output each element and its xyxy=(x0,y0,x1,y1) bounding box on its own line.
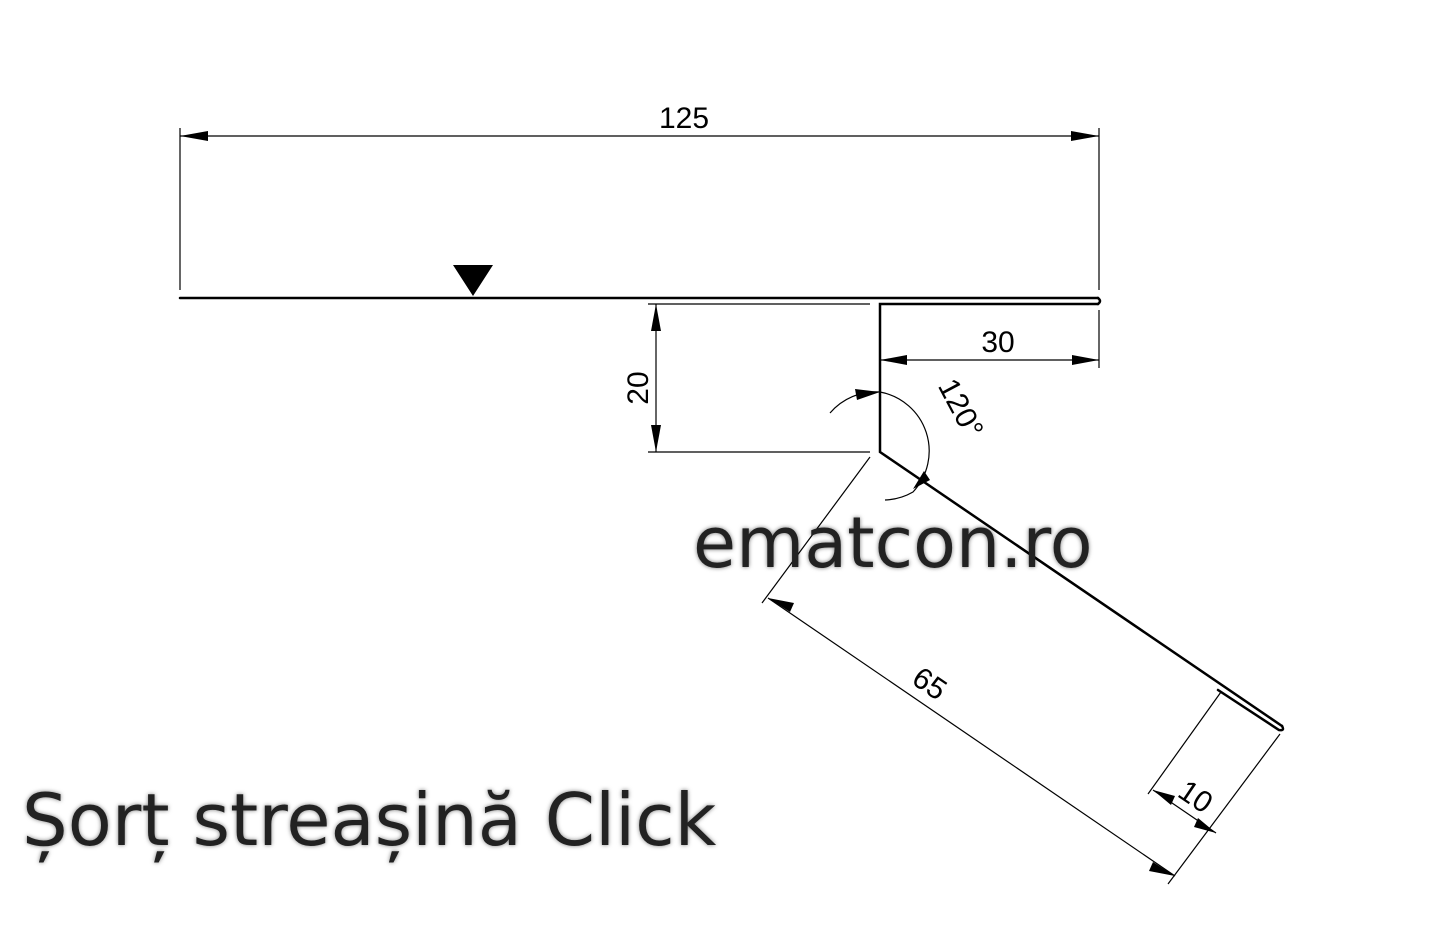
dim-30-arrow-left xyxy=(880,355,907,365)
dim-20-label: 20 xyxy=(622,371,655,404)
dim-65-label: 65 xyxy=(906,661,952,707)
profile-lip-and-drop xyxy=(878,302,1284,728)
watermark-text: ematcon.ro xyxy=(693,502,1093,584)
dim-65-line xyxy=(767,597,1176,877)
dim-65-arrow-top xyxy=(768,598,794,612)
dim-20-arrow-top xyxy=(651,304,661,331)
dim-125-arrow-left xyxy=(180,131,208,141)
reference-triangle-marker xyxy=(453,265,493,296)
angle-120-label: 120° xyxy=(931,373,989,443)
dim-125-arrow-right xyxy=(1071,131,1099,141)
dim-10-ext-left xyxy=(1147,691,1222,795)
dim-65-ext-bottom xyxy=(1167,733,1281,885)
dim-10-label: 10 xyxy=(1172,774,1218,820)
dim-20-arrow-bottom xyxy=(651,425,661,452)
dim-10-arrow-right xyxy=(1194,818,1216,833)
product-title: Șorț streașină Click xyxy=(22,778,717,862)
dim-30-arrow-right xyxy=(1072,355,1099,365)
dim-65-arrow-bottom xyxy=(1149,862,1175,876)
angle-120-arrow-top xyxy=(855,389,880,400)
dim-30-label: 30 xyxy=(981,326,1014,359)
dim-10-arrow-left xyxy=(1153,790,1175,805)
dim-125-label: 125 xyxy=(659,102,709,135)
angle-120-arrow-bottom xyxy=(913,471,930,489)
profile-bottom-hem xyxy=(1216,688,1285,732)
dim-65-ext-top xyxy=(761,456,871,604)
